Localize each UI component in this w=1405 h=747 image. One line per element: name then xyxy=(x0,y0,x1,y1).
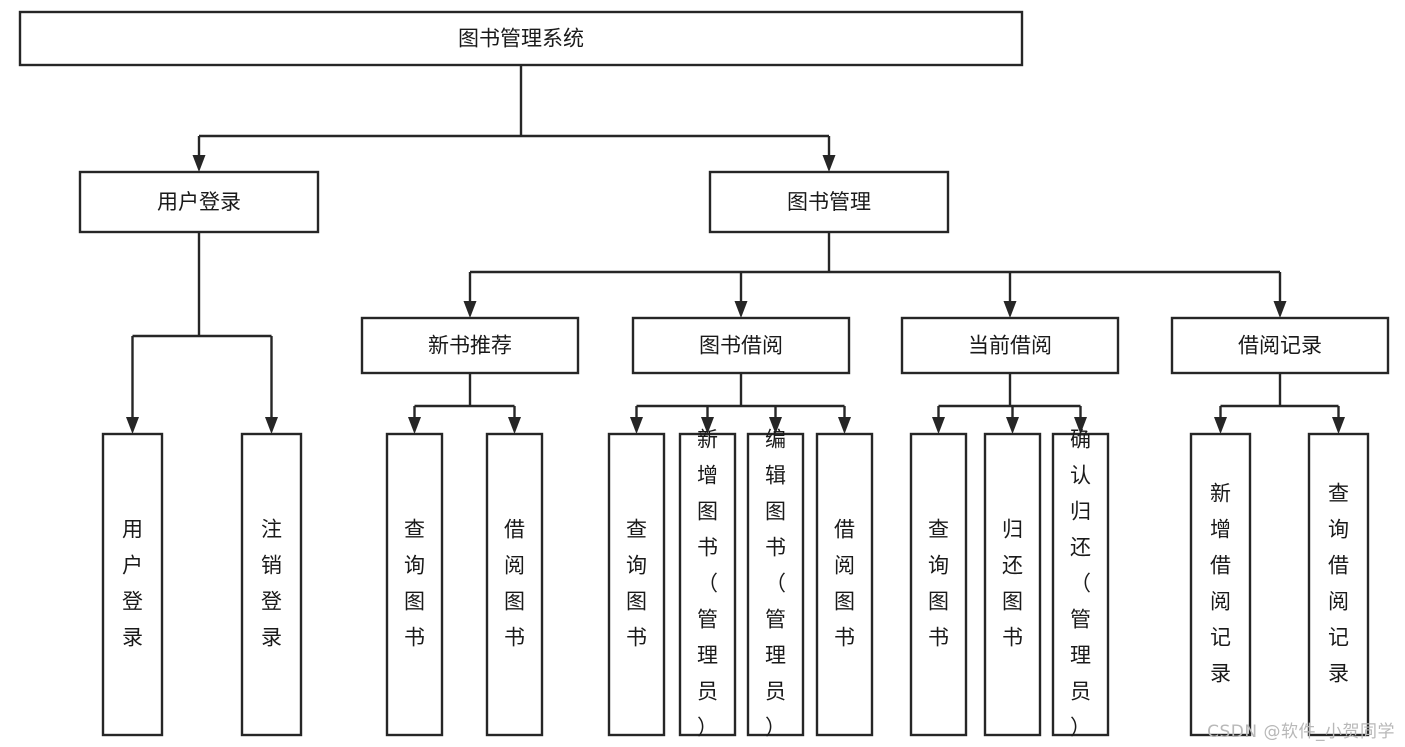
arrow-head-icon xyxy=(1074,417,1087,434)
node-label: 查询图书 xyxy=(928,518,949,650)
node-box[interactable] xyxy=(1051,432,1110,737)
connector-group xyxy=(1214,373,1345,434)
node-box[interactable] xyxy=(18,10,1024,67)
node-leaf-query-book-1[interactable]: 查询图书 xyxy=(385,432,444,737)
arrow-head-icon xyxy=(769,417,782,434)
arrow-head-icon xyxy=(408,417,421,434)
node-box[interactable] xyxy=(385,432,444,737)
node-leaf-borrow-book-2[interactable]: 借阅图书 xyxy=(815,432,874,737)
node-leaf-confirm-return[interactable]: 确认归还（管理员） xyxy=(1051,428,1110,740)
connector-group xyxy=(932,373,1087,434)
node-box[interactable] xyxy=(1189,432,1252,737)
node-user-login[interactable]: 用户登录 xyxy=(78,170,320,234)
arrow-head-icon xyxy=(932,417,945,434)
node-leaf-query-book-3[interactable]: 查询图书 xyxy=(909,432,968,737)
arrow-head-icon xyxy=(822,155,836,172)
watermark-text: CSDN @软件_小贺同学 xyxy=(1207,722,1395,742)
connector-group xyxy=(630,373,851,434)
node-box[interactable] xyxy=(983,432,1042,737)
node-label: 图书管理系统 xyxy=(458,27,584,51)
arrow-head-icon xyxy=(463,301,477,318)
arrow-head-icon xyxy=(1214,417,1227,434)
node-leaf-logout[interactable]: 注销登录 xyxy=(240,432,303,737)
node-label: 归还图书 xyxy=(1002,518,1023,650)
node-layer: 图书管理系统用户登录图书管理新书推荐图书借阅当前借阅借阅记录用户登录注销登录查询… xyxy=(18,10,1390,740)
node-leaf-add-book[interactable]: 新增图书（管理员） xyxy=(678,428,737,740)
node-borrow-record[interactable]: 借阅记录 xyxy=(1170,316,1390,375)
arrow-head-icon xyxy=(1332,417,1345,434)
arrow-head-icon xyxy=(265,417,278,434)
node-box[interactable] xyxy=(1170,316,1390,375)
connector-group xyxy=(408,373,521,434)
arrow-head-icon xyxy=(192,155,206,172)
node-label: 编辑图书（管理员） xyxy=(765,428,786,740)
node-book-borrow[interactable]: 图书借阅 xyxy=(631,316,851,375)
node-label: 借阅记录 xyxy=(1238,334,1322,358)
node-leaf-add-record[interactable]: 新增借阅记录 xyxy=(1189,432,1252,737)
arrow-head-icon xyxy=(701,417,714,434)
arrow-head-icon xyxy=(126,417,139,434)
arrow-head-icon xyxy=(1003,301,1017,318)
node-label: 图书管理 xyxy=(787,190,871,214)
node-label: 新增图书（管理员） xyxy=(697,428,718,740)
node-label: 注销登录 xyxy=(261,518,282,650)
arrow-head-icon xyxy=(508,417,521,434)
arrow-head-icon xyxy=(630,417,643,434)
connector-layer xyxy=(126,65,1345,434)
node-box[interactable] xyxy=(678,432,737,737)
node-box[interactable] xyxy=(78,170,320,234)
connector-group xyxy=(463,232,1287,318)
node-label: 新书推荐 xyxy=(428,334,512,358)
node-box[interactable] xyxy=(1307,432,1370,737)
node-box[interactable] xyxy=(485,432,544,737)
node-label: 借阅图书 xyxy=(504,518,525,650)
node-current-borrow[interactable]: 当前借阅 xyxy=(900,316,1120,375)
node-label: 查询图书 xyxy=(404,518,425,650)
node-box[interactable] xyxy=(607,432,666,737)
node-label: 当前借阅 xyxy=(968,334,1052,358)
node-box[interactable] xyxy=(360,316,580,375)
arrow-head-icon xyxy=(1006,417,1019,434)
node-box[interactable] xyxy=(240,432,303,737)
node-leaf-return-book[interactable]: 归还图书 xyxy=(983,432,1042,737)
node-label: 图书借阅 xyxy=(699,334,783,358)
node-label: 借阅图书 xyxy=(834,518,855,650)
node-box[interactable] xyxy=(708,170,950,234)
node-leaf-user-login[interactable]: 用户登录 xyxy=(101,432,164,737)
node-leaf-edit-book[interactable]: 编辑图书（管理员） xyxy=(746,428,805,740)
node-leaf-borrow-book-1[interactable]: 借阅图书 xyxy=(485,432,544,737)
node-box[interactable] xyxy=(909,432,968,737)
arrow-head-icon xyxy=(838,417,851,434)
node-leaf-query-book-2[interactable]: 查询图书 xyxy=(607,432,666,737)
node-label: 确认归还（管理员） xyxy=(1070,428,1091,740)
node-book-manage[interactable]: 图书管理 xyxy=(708,170,950,234)
node-root[interactable]: 图书管理系统 xyxy=(18,10,1024,67)
node-label: 查询借阅记录 xyxy=(1328,482,1349,686)
connector-group xyxy=(126,232,278,434)
node-label: 新增借阅记录 xyxy=(1210,482,1231,686)
node-label: 查询图书 xyxy=(626,518,647,650)
arrow-head-icon xyxy=(1273,301,1287,318)
node-label: 用户登录 xyxy=(157,190,241,214)
node-label: 用户登录 xyxy=(122,518,143,650)
arrow-head-icon xyxy=(734,301,748,318)
node-box[interactable] xyxy=(746,432,805,737)
node-box[interactable] xyxy=(815,432,874,737)
node-new-book-rec[interactable]: 新书推荐 xyxy=(360,316,580,375)
node-leaf-query-record[interactable]: 查询借阅记录 xyxy=(1307,432,1370,737)
node-box[interactable] xyxy=(101,432,164,737)
connector-group xyxy=(192,65,836,172)
node-box[interactable] xyxy=(900,316,1120,375)
node-box[interactable] xyxy=(631,316,851,375)
